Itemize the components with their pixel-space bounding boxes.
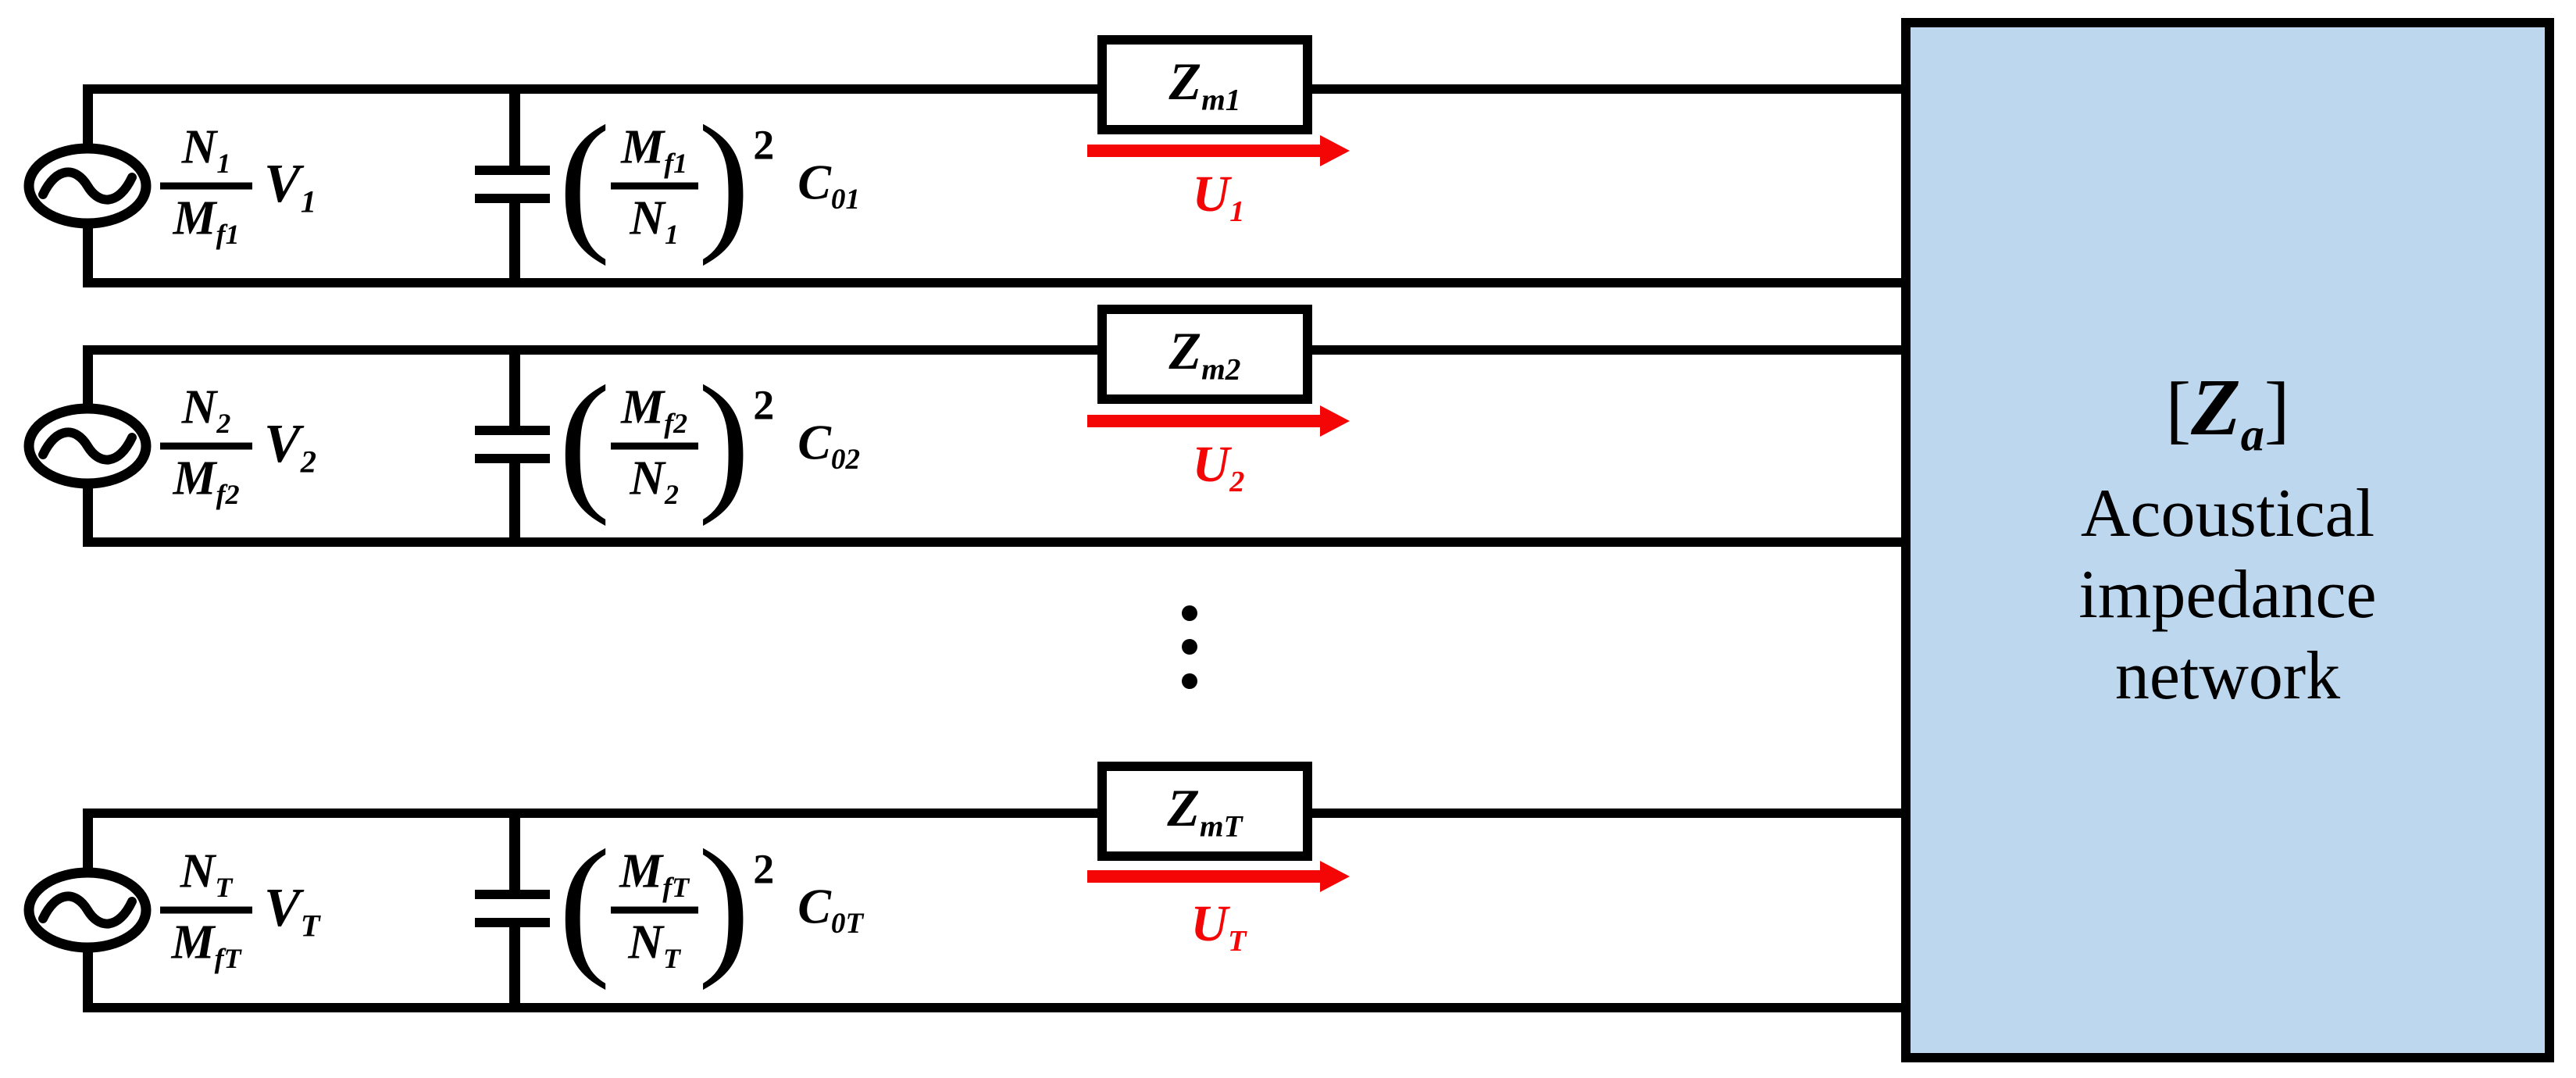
exponent: 2 [753, 381, 775, 429]
ac-source-icon [23, 143, 152, 229]
flow-arrow-icon [1087, 870, 1320, 883]
ellipsis-dot [1182, 639, 1197, 655]
capacitance-label: ( Mf1 N1 ) 2 C01 [558, 95, 861, 267]
ellipsis-dot [1182, 605, 1197, 621]
network-label-line: Acoustical [2080, 476, 2375, 552]
ac-source-icon [23, 867, 152, 953]
flow-arrow-icon [1087, 145, 1320, 157]
open-paren: ( [558, 355, 611, 527]
impedance-symbol: ZmT [1167, 777, 1243, 843]
capacitor-bottom-stem [509, 203, 520, 287]
capacitor-top-stem [509, 84, 520, 166]
branch2-top-wire [83, 345, 1901, 355]
capacitor-icon [475, 454, 550, 463]
source-voltage-symbol: VT [264, 877, 320, 944]
capacitor-icon [475, 426, 550, 435]
mechanical-impedance-box: Zm1 [1097, 35, 1312, 134]
flow-arrow-icon [1087, 415, 1320, 427]
flow-arrow-head-icon [1320, 861, 1350, 892]
open-paren: ( [558, 819, 611, 991]
network-matrix-symbol: [Za] [2165, 362, 2290, 462]
capacitor-bottom-stem [509, 927, 520, 1012]
volume-velocity-label: U1 [1192, 165, 1245, 228]
exponent: 2 [753, 121, 775, 169]
source-voltage-fraction: N2 Mf2 [160, 382, 252, 510]
close-paren: ) [698, 355, 751, 527]
capacitance-symbol: C02 [797, 414, 861, 477]
fraction-bar [160, 182, 252, 190]
capacitor-top-stem [509, 345, 520, 426]
branch1-top-wire [83, 84, 1901, 94]
capacitance-label: ( Mf2 N2 ) 2 C02 [558, 355, 861, 527]
ellipsis-dot [1182, 673, 1197, 689]
mechanical-impedance-box: ZmT [1097, 762, 1312, 861]
branchT-top-wire [83, 808, 1901, 818]
flow-arrow-head-icon [1320, 135, 1350, 166]
source-voltage-symbol: V1 [264, 153, 316, 220]
capacitance-symbol: C0T [797, 878, 864, 941]
open-paren: ( [558, 95, 611, 267]
volume-velocity-label: UT [1190, 894, 1247, 958]
branch1-bottom-wire [83, 278, 1901, 287]
exponent: 2 [753, 845, 775, 893]
branchT-bottom-wire [83, 1003, 1901, 1012]
capacitor-icon [475, 890, 550, 899]
source-voltage-fraction: N1 Mf1 [160, 120, 252, 250]
network-label-line: impedance [2078, 557, 2377, 634]
impedance-symbol: Zm2 [1168, 320, 1241, 386]
volume-velocity-label: U2 [1192, 435, 1245, 498]
mechanical-impedance-box: Zm2 [1097, 305, 1312, 404]
capacitance-symbol: C01 [797, 154, 861, 216]
source-voltage-symbol: V2 [264, 413, 316, 480]
impedance-symbol: Zm1 [1168, 51, 1241, 116]
capacitance-label: ( MfT NT ) 2 C0T [558, 819, 864, 991]
close-paren: ) [698, 819, 751, 991]
fraction-denominator: M [173, 191, 216, 245]
capacitor-icon [475, 194, 550, 203]
flow-arrow-head-icon [1320, 405, 1350, 437]
close-paren: ) [698, 95, 751, 267]
fraction-numerator: N [181, 120, 217, 174]
capacitor-icon [475, 918, 550, 927]
ac-source-icon [23, 403, 152, 489]
capacitor-top-stem [509, 808, 520, 890]
source-voltage-fraction: NT MfT [160, 846, 252, 974]
network-label-line: network [2114, 638, 2341, 715]
branch2-bottom-wire [83, 537, 1901, 547]
capacitor-icon [475, 166, 550, 175]
capacitor-bottom-stem [509, 463, 520, 547]
acoustical-impedance-network-box: [Za] Acoustical impedance network [1901, 18, 2554, 1062]
